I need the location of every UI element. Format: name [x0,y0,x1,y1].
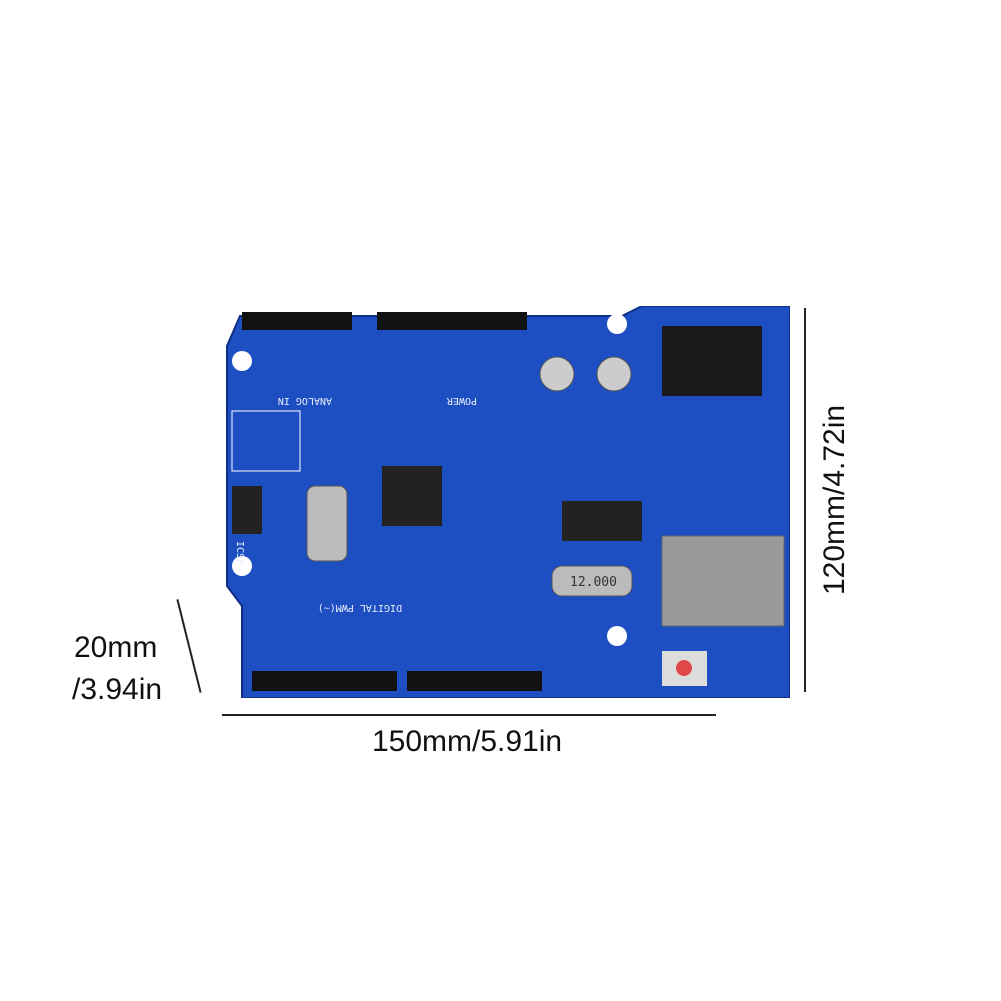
mounting-hole [232,556,252,576]
reset-button-cap [676,660,692,676]
crystal-16mhz [306,485,348,562]
icsp-header [232,486,262,534]
digital-label: DIGITAL PWM(~) [318,602,402,613]
header-analog [242,312,352,330]
capacitor [596,356,632,392]
depth-label-in: /3.94in [72,673,163,706]
mounting-hole [232,351,252,371]
mounting-hole [607,626,627,646]
power-label: POWER [446,395,477,406]
pcb [226,306,790,698]
crystal [551,565,633,597]
depth-label-mm: 20mm [74,631,158,664]
usb-connector [661,535,785,627]
capacitor [539,356,575,392]
crystal-label: 12.000 [570,575,617,590]
analog-label: ANALOG IN [278,395,332,406]
height-label: 120mm/4.72in [818,404,851,596]
icsp-pads [231,410,301,472]
arduino-board-photo: ANALOG IN POWER DIGITAL PWM(~) 12.000 IC… [226,306,790,698]
usb-chip [562,501,642,541]
depth-dimension-line [176,599,202,693]
width-label: 150mm/5.91in [372,725,563,758]
header-digital-high [407,671,542,691]
width-dimension-line [222,714,716,716]
icsp-label: ICSP [234,541,245,565]
header-digital-low [252,671,397,691]
header-power [377,312,527,330]
mounting-hole [607,314,627,334]
microcontroller-chip [382,466,442,526]
height-dimension-line [804,308,806,692]
power-jack [662,326,762,396]
